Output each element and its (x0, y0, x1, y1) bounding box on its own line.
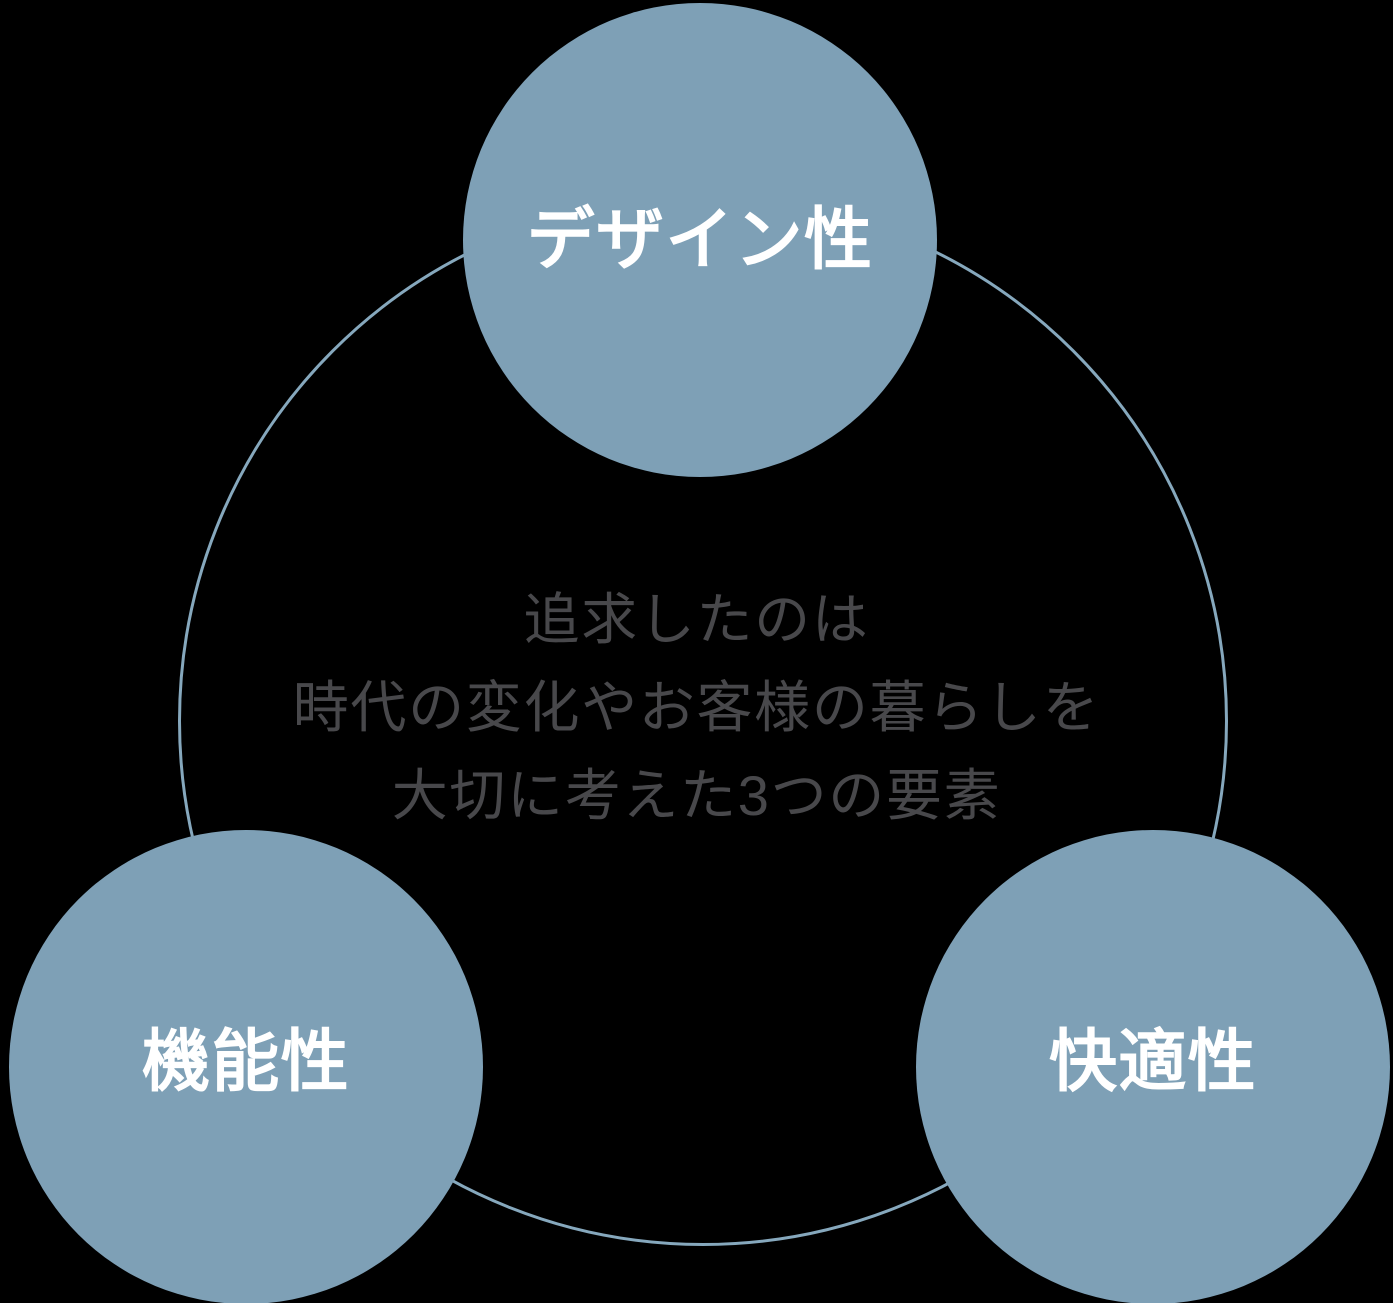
circle-functionality: 機能性 (9, 830, 483, 1303)
circle-functionality-label: 機能性 (141, 1023, 351, 1100)
circle-design: デザイン性 (463, 3, 937, 477)
circle-comfort: 快適性 (916, 830, 1390, 1303)
center-caption-line1: 追求したのは (523, 588, 870, 651)
center-caption-line2: 時代の変化やお客様の暮らしを (292, 676, 1101, 739)
circle-comfort-label: 快適性 (1048, 1023, 1258, 1100)
center-caption: 追求したのは 時代の変化やお客様の暮らしを 大切に考えた3つの要素 (0, 576, 1393, 840)
center-caption-line3: 大切に考えた3つの要素 (391, 764, 1002, 827)
circle-design-label: デザイン性 (526, 201, 874, 278)
